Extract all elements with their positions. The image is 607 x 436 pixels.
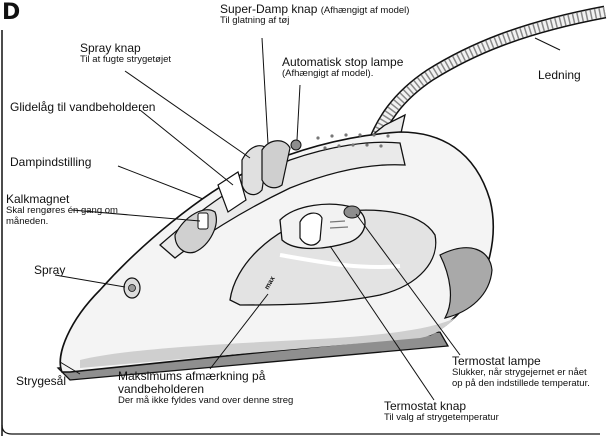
label-termostat-lampe: Termostat lampe Slukker, når strygejerne… (452, 355, 590, 389)
super-damp-suffix: (Afhængigt af model) (321, 5, 410, 16)
auto-stop-sub: (Afhængigt af model). (282, 69, 403, 79)
language-marker: D (2, 2, 20, 24)
label-ledning: Ledning (538, 69, 581, 82)
label-maksimum: Maksimums afmærkning på vandbeholderen D… (118, 370, 293, 407)
label-spray: Spray (34, 264, 65, 277)
super-damp-sub: Til glatning af tøj (220, 16, 409, 26)
strygesal-title: Strygesål (16, 375, 66, 388)
maksimum-sub: Der må ikke fyldes vand over denne streg (118, 396, 293, 406)
label-auto-stop: Automatisk stop lampe (Afhængigt af mode… (282, 56, 403, 80)
label-super-damp: Super-Damp knap (Afhængigt af model) Til… (220, 3, 409, 27)
spray-knap-sub: Til at fugte strygetøjet (80, 55, 171, 65)
spray-title: Spray (34, 264, 65, 277)
label-termostat-knap: Termostat knap Til valg af strygetempera… (384, 400, 499, 424)
label-glidelag: Glidelåg til vandbeholderen (10, 101, 155, 114)
label-kalkmagnet: Kalkmagnet Skal rengøres én gang om måne… (6, 193, 118, 227)
thermostat-knob[interactable] (300, 213, 322, 245)
label-strygesal: Strygesål (16, 375, 66, 388)
label-spray-knap: Spray knap Til at fugte strygetøjet (80, 42, 171, 66)
termostat-lampe-sub2: op på den indstillede temperatur. (452, 379, 590, 389)
kalkmagnet-sub2: måneden. (6, 217, 118, 227)
auto-stop-lamp (291, 140, 301, 150)
termostat-knap-sub: Til valg af strygetemperatur (384, 413, 499, 423)
label-dampindstilling: Dampindstilling (10, 156, 91, 169)
dampindstilling-title: Dampindstilling (10, 156, 91, 169)
glidelag-title: Glidelåg til vandbeholderen (10, 101, 155, 114)
ledning-title: Ledning (538, 69, 581, 82)
super-damp-title: Super-Damp knap (220, 2, 317, 16)
frame-border-bottom (2, 425, 600, 434)
